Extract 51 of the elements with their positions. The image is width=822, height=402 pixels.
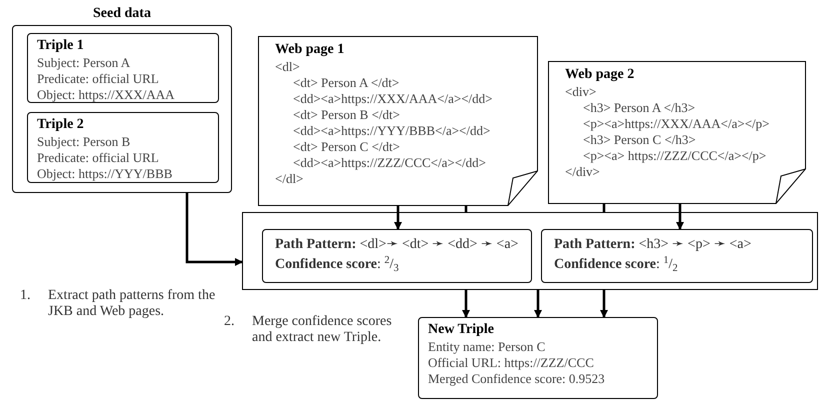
section-heading: Seed data bbox=[92, 5, 152, 23]
card-title: Triple 2 bbox=[37, 116, 85, 134]
card-title: Web page 2 bbox=[565, 66, 636, 84]
arrow bbox=[186, 193, 243, 266]
html-code-line: <dd><a>https://YYY/BBB</a></dd> bbox=[292, 123, 492, 139]
step-description: Merge confidence scores and extract new Triple. bbox=[252, 314, 393, 346]
card-text: Object: https://XXX/AAA bbox=[37, 87, 176, 103]
arrow bbox=[534, 290, 542, 318]
path-pattern-box bbox=[262, 229, 532, 283]
confidence-score-text: Confidence score: $^{2}$/$_{3}$ bbox=[275, 255, 400, 275]
pattern-panel bbox=[242, 212, 818, 290]
html-code-line: </div> bbox=[565, 164, 601, 180]
html-code-line: <dd><a>https://ZZZ/CCC</a></dd> bbox=[292, 155, 487, 171]
triple-card bbox=[418, 317, 658, 399]
html-code-line: <dt> Person A </dt> bbox=[292, 75, 400, 91]
html-code-line: <dd><a>https://XXX/AAA</a></dd> bbox=[292, 91, 494, 107]
arrow bbox=[462, 290, 470, 318]
card-text: Object: https://YYY/BBB bbox=[37, 166, 174, 182]
triple-card bbox=[27, 33, 219, 103]
html-code-line: <p><a>https://XXX/AAA</a></p> bbox=[582, 116, 770, 132]
step-number: 2. bbox=[224, 314, 234, 330]
html-code-line: <dt> Person C </dt> bbox=[292, 139, 401, 155]
web-page-document bbox=[258, 36, 538, 206]
card-title: Triple 1 bbox=[37, 37, 85, 55]
card-text: Official URL: https://ZZZ/CCC bbox=[428, 355, 595, 371]
card-text: Merged Confidence score: 0.9523 bbox=[428, 371, 606, 387]
html-code-line: <dt> Person B </dt> bbox=[292, 107, 401, 123]
card-text: Subject: Person B bbox=[37, 134, 132, 150]
html-code-line: <dl> bbox=[275, 59, 301, 75]
path-pattern-text: Path Pattern: <dl>➛ <dt> ➛ <dd> ➛ <a> bbox=[275, 236, 520, 254]
confidence-score-text: Confidence score: $^{1}$/$_{2}$ bbox=[554, 255, 679, 275]
triple-card bbox=[27, 112, 219, 183]
html-code-line: <h3> Person C </h3> bbox=[582, 132, 697, 148]
card-text: Entity name: Person C bbox=[428, 339, 546, 355]
step-description: Extract path patterns from the JKB and Web pages. bbox=[48, 288, 216, 320]
arrow bbox=[600, 290, 608, 318]
card-text: Predicate: official URL bbox=[37, 71, 160, 87]
card-text: Predicate: official URL bbox=[37, 150, 160, 166]
arrow bbox=[394, 206, 402, 230]
path-pattern-text: Path Pattern: <h3> ➛ <p> ➛ <a> bbox=[554, 236, 752, 254]
card-text: Subject: Person A bbox=[37, 55, 132, 71]
web-page-document bbox=[548, 61, 806, 204]
html-code-line: <h3> Person A </h3> bbox=[582, 100, 696, 116]
card-title: New Triple bbox=[428, 321, 495, 339]
html-code-line: <p><a> https://ZZZ/CCC</a></p> bbox=[582, 148, 768, 164]
path-pattern-box bbox=[541, 229, 813, 283]
html-code-line: </dl> bbox=[275, 171, 304, 187]
step-number: 1. bbox=[20, 288, 30, 304]
arrow bbox=[676, 204, 684, 230]
card-title: Web page 1 bbox=[275, 41, 346, 59]
html-code-line: <div> bbox=[565, 84, 598, 100]
